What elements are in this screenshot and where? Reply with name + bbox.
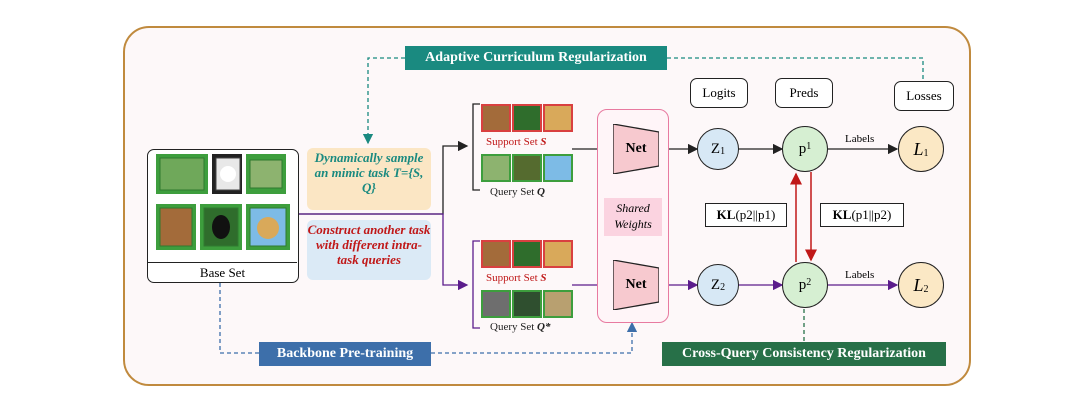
query-image-3: [543, 154, 573, 182]
labels-bottom: Labels: [845, 269, 875, 281]
query-image-6: [543, 290, 573, 318]
note-sample-task: Dynamically sample an mimic task T={S, Q…: [307, 148, 431, 210]
base-set-images: [156, 154, 290, 250]
base-set-label: Base Set: [148, 262, 297, 282]
query-image-2: [512, 154, 542, 182]
net-bottom-label: Net: [625, 277, 647, 292]
adaptive-curriculum-banner: Adaptive Curriculum Regularization: [405, 46, 667, 70]
net-bottom-shape: [613, 260, 659, 310]
query-image-5: [512, 290, 542, 318]
base-to-bottom-branch: [299, 213, 469, 291]
logits-box: Logits: [690, 78, 748, 108]
preds-box: Preds: [775, 78, 833, 108]
curriculum-dashed-line-right: [667, 57, 924, 81]
net-top-label: Net: [625, 141, 647, 156]
backbone-dashed-line: [219, 283, 259, 354]
query-set-bottom-label: Query Set Q*: [490, 321, 551, 333]
kl-left-box: KL(p2||p1): [705, 203, 787, 227]
support-set-bottom-label: Support Set S: [486, 272, 547, 284]
support-set-top-label: Support Set S: [486, 136, 547, 148]
note-construct-task: Construct another task with different in…: [307, 220, 431, 280]
backbone-pretraining-banner: Backbone Pre-training: [259, 342, 431, 366]
support-image-dog-b: [481, 240, 511, 268]
support-image-dog: [481, 104, 511, 132]
cross-query-banner: Cross-Query Consistency Regularization: [662, 342, 946, 366]
curriculum-dashed-line: [362, 57, 405, 145]
net-top-shape: [613, 124, 659, 174]
query-image-1: [481, 154, 511, 182]
backbone-dashed-line-right: [431, 321, 638, 354]
base-set-panel: Base Set: [147, 149, 299, 283]
losses-box: Losses: [894, 81, 954, 111]
top-brace: [472, 103, 480, 191]
support-image-golden: [543, 104, 573, 132]
kl-right-box: KL(p1||p2): [820, 203, 904, 227]
support-image-toucan: [512, 104, 542, 132]
query-image-4: [481, 290, 511, 318]
bottom-brace: [472, 240, 480, 329]
shared-weights-label: Shared Weights: [604, 198, 662, 236]
support-image-toucan-b: [512, 240, 542, 268]
query-set-top-label: Query Set Q: [490, 186, 545, 198]
support-image-golden-b: [543, 240, 573, 268]
labels-top: Labels: [845, 133, 875, 145]
